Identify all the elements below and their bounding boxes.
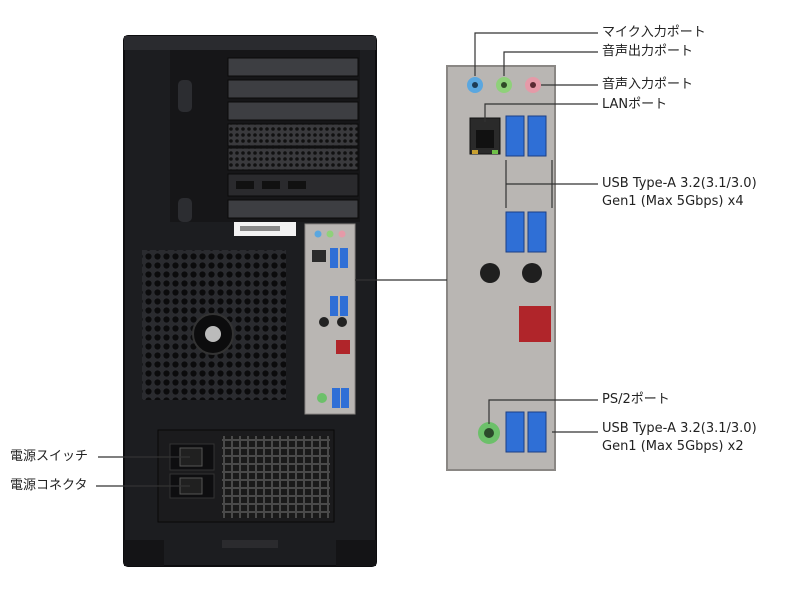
leader-lines <box>96 32 598 487</box>
rear-fan-grill <box>142 250 286 400</box>
audio-in-port-label: 音声入力ポート <box>602 77 694 92</box>
power-supply <box>157 429 335 523</box>
usb-bottom-label-line2: Gen1 (Max 5Gbps) x2 <box>602 439 744 454</box>
mic-port-label: マイク入力ポート <box>602 25 706 40</box>
expansion-slots <box>170 50 360 236</box>
lan-port-label: LANポート <box>602 97 668 112</box>
usb-top-label-line2: Gen1 (Max 5Gbps) x4 <box>602 194 744 209</box>
power-connector-label: 電源コネクタ <box>10 478 88 493</box>
ps2-port-label: PS/2ポート <box>602 392 670 407</box>
usb-bottom-label: USB Type-A 3.2(3.1/3.0) Gen1 (Max 5Gbps)… <box>602 420 757 456</box>
usb-top-label-line1: USB Type-A 3.2(3.1/3.0) <box>602 176 757 191</box>
usb-bottom-label-line1: USB Type-A 3.2(3.1/3.0) <box>602 421 757 436</box>
usb-top-label: USB Type-A 3.2(3.1/3.0) Gen1 (Max 5Gbps)… <box>602 175 757 211</box>
case-io-shield <box>304 223 356 415</box>
audio-out-port-label: 音声出力ポート <box>602 44 694 59</box>
io-shield-enlarged <box>446 65 556 471</box>
power-switch-label: 電源スイッチ <box>10 449 89 464</box>
